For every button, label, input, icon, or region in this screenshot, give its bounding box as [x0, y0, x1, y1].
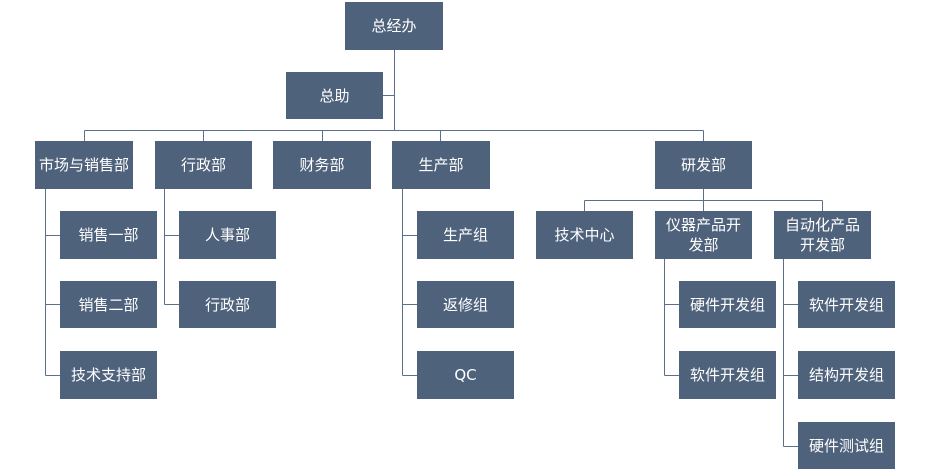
- node-instrument-dev: 仪器产品开发部: [655, 211, 752, 259]
- node-marketing-sales: 市场与销售部: [35, 141, 133, 189]
- node-rnd: 研发部: [655, 141, 752, 189]
- node-repair-group: 返修组: [417, 281, 514, 328]
- node-production: 生产部: [392, 141, 490, 189]
- node-sales-one: 销售一部: [60, 211, 157, 259]
- node-admin: 行政部: [155, 141, 252, 189]
- node-instrument-software: 软件开发组: [679, 351, 776, 399]
- node-hr: 人事部: [179, 211, 276, 259]
- node-assistant: 总助: [286, 72, 383, 119]
- node-automation-software: 软件开发组: [798, 281, 895, 328]
- node-qc: QC: [417, 351, 514, 399]
- node-ceo-office: 总经办: [345, 2, 443, 50]
- node-production-group: 生产组: [417, 211, 514, 259]
- node-tech-support: 技术支持部: [60, 351, 157, 399]
- node-automation-hw-test: 硬件测试组: [798, 422, 895, 469]
- node-finance: 财务部: [273, 141, 371, 189]
- node-automation-dev: 自动化产品开发部: [774, 211, 871, 259]
- node-tech-center: 技术中心: [536, 211, 633, 259]
- node-admin-sub: 行政部: [179, 281, 276, 328]
- node-automation-structure: 结构开发组: [798, 351, 895, 399]
- node-instrument-hardware: 硬件开发组: [679, 281, 776, 328]
- node-sales-two: 销售二部: [60, 281, 157, 328]
